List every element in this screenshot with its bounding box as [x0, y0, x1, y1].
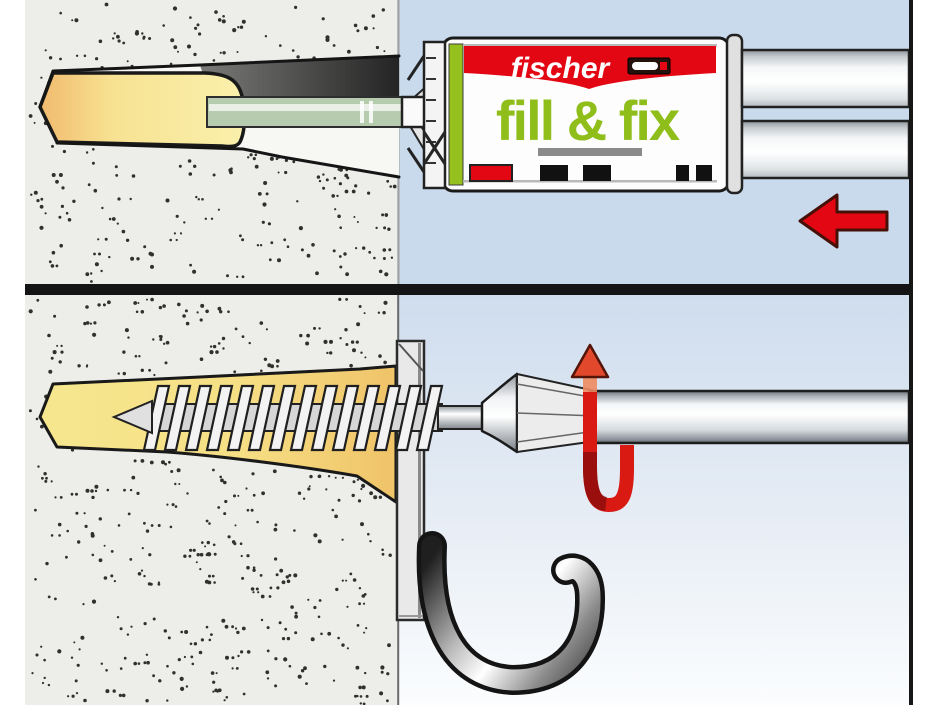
label-top-line: [463, 44, 717, 47]
hole-top-shadow: [200, 56, 399, 97]
plunger-rod-bottom: [740, 119, 911, 180]
rotation-arrow-curve-shadow: [583, 452, 608, 511]
clip-arm-bottom: [406, 147, 426, 173]
push-direction-arrow-icon: [798, 193, 889, 249]
threaded-screw: [111, 384, 444, 452]
screw-tip: [111, 399, 153, 435]
label-bottom-line: [463, 180, 717, 183]
label-code-marks: [469, 164, 712, 182]
plunger-rod-top: [740, 48, 911, 109]
fischer-arrow-logo-icon: [627, 57, 671, 75]
brand-text: fischer: [511, 52, 612, 85]
background-bottom: [397, 295, 909, 705]
drilled-hole: [38, 54, 412, 179]
label-gray-bar: [538, 148, 642, 156]
panel-divider: [25, 284, 913, 295]
mixer-nozzle-tube: [206, 96, 412, 128]
cartridge-front-cap: [422, 40, 447, 190]
hole-outline-bottom: [55, 141, 401, 179]
screw-shank: [437, 405, 485, 430]
product-text: fill & fix: [496, 89, 680, 152]
hook-rod: [588, 389, 911, 445]
cartridge-end-cap: [725, 33, 744, 195]
hanging-hook: [416, 531, 605, 696]
hole-outline-top: [38, 54, 401, 109]
rotation-arrow-icon: [570, 343, 634, 513]
clip-arm-top: [406, 55, 426, 81]
rotation-arrow-front-shaft: [583, 392, 597, 442]
label-red-banner: [464, 46, 716, 89]
rotation-arrow-upper-shaft: [583, 377, 597, 393]
panel-inject-foam: fischer fill & fix: [25, 0, 911, 284]
screw-thread: [142, 384, 444, 452]
rotation-arrow-head: [570, 343, 610, 379]
content-right-border: [909, 0, 913, 705]
label-green-stripe: [448, 43, 464, 186]
front-brace-x: [422, 131, 447, 165]
wall-cross-section-bottom: [25, 295, 397, 705]
panel-screw-hook: [25, 295, 911, 705]
nozzle-nut: [400, 95, 428, 129]
